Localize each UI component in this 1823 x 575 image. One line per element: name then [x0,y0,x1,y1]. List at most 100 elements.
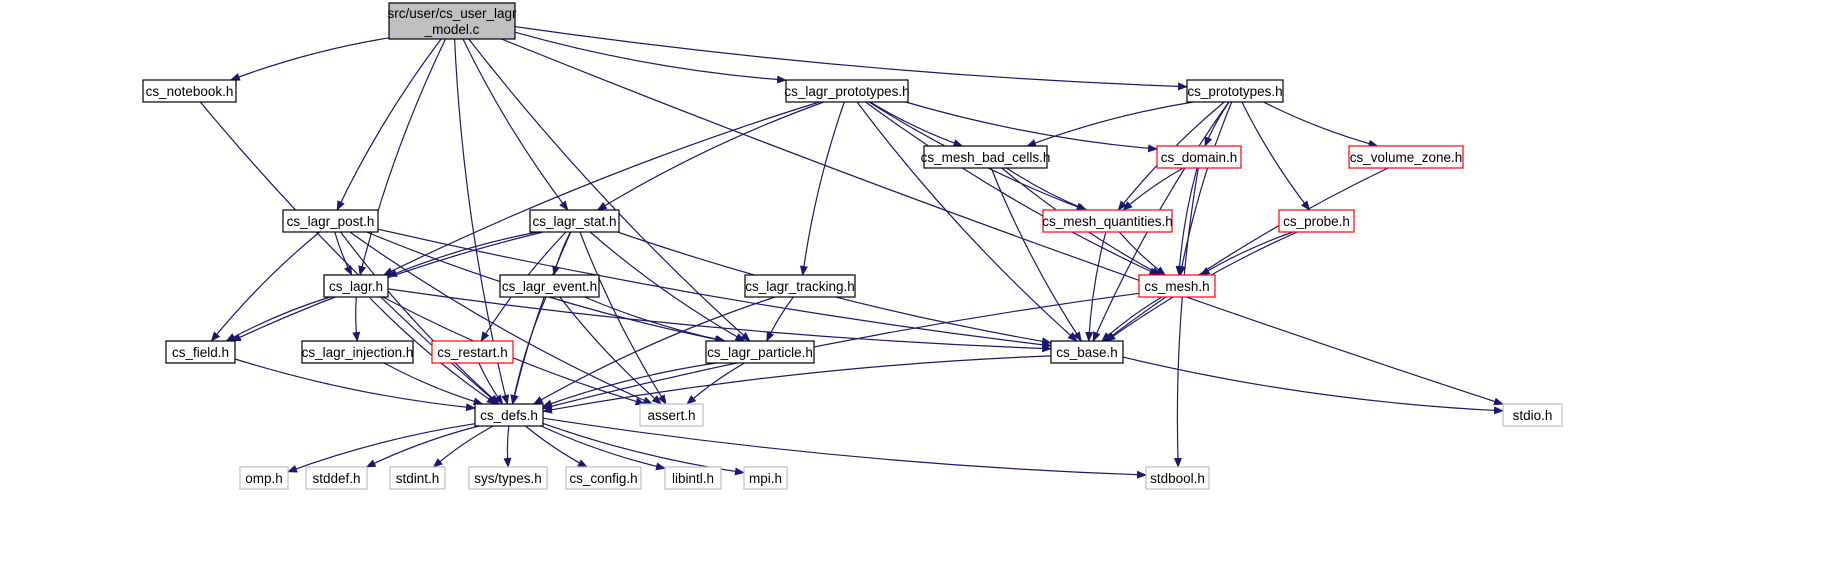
edge-cs_lagr_post-to-cs_base [377,228,1052,349]
edge-root-to-stdio [501,38,1504,406]
edge-cs_lagr_post-to-cs_defs [340,231,500,405]
node-cs-field[interactable]: cs_field.h [165,340,236,364]
node-box [1145,466,1210,490]
node-label: cs_defs.h [480,408,538,423]
edge-root-to-cs_lagr_particle [468,38,751,342]
node-label: cs_mesh_quantities.h [1042,214,1173,229]
node-label: cs_notebook.h [146,84,234,99]
edge-cs_lagr-to-cs_lagr_injection [352,296,361,342]
node-root[interactable]: src/user/cs_user_lagr_model.c [387,2,517,40]
node-cs-lagr-event[interactable]: cs_lagr_event.h [499,274,600,298]
node-cs-mesh[interactable]: cs_mesh.h [1138,274,1216,298]
edge-cs_defs-to-libintl [540,425,666,471]
node-box [1502,403,1563,427]
node-box [529,209,620,233]
node-box [323,274,389,298]
edge-root-to-cs_lagr [358,38,447,276]
edge-cs_lagr_stat-to-cs_lagr [387,231,538,278]
edge-cs_mesh_quantities-to-cs_base [1085,231,1107,342]
edge-cs_prototypes-to-cs_mesh [1178,101,1233,276]
edge-cs_lagr_stat-to-assert [579,231,667,405]
node-stdbool: stdbool.h [1145,466,1210,490]
edge-cs_lagr_event-to-cs_defs [510,296,547,405]
edge-cs_lagr_post-to-cs_lagr [334,231,353,276]
node-box [1186,79,1284,103]
node-cs-domain[interactable]: cs_domain.h [1156,145,1242,169]
node-libintl: libintl.h [664,466,722,490]
edge-cs_lagr-to-cs_field [225,296,331,342]
node-label: cs_lagr_injection.h [302,345,414,360]
edge-cs_lagr_post-to-cs_field [210,231,320,342]
edge-cs_prototypes-to-cs_volume_zone [1263,101,1379,148]
node-cs-restart[interactable]: cs_restart.h [431,340,514,364]
node-box [474,403,544,427]
node-assert: assert.h [639,403,704,427]
node-cs-lagr-post[interactable]: cs_lagr_post.h [282,209,379,233]
node-label: cs_lagr_post.h [287,214,375,229]
edge-cs_lagr_particle-to-assert [686,362,745,405]
edge-cs_lagr_prototypes-to-cs_lagr [382,101,820,276]
edge-cs_lagr-to-cs_base [387,288,1052,353]
edge-cs_restart-to-cs_defs [478,362,504,405]
edge-cs_lagr_prototypes-to-cs_mesh [865,101,1160,276]
edge-cs_mesh_quantities-to-cs_mesh [1118,231,1166,276]
edge-cs_domain-to-cs_mesh [1175,167,1198,276]
edge-cs_prototypes-to-cs_mesh_bad_cells [1026,101,1194,147]
node-label: cs_restart.h [437,345,508,360]
node-label: cs_prototypes.h [1187,84,1282,99]
node-cs-notebook[interactable]: cs_notebook.h [142,79,237,103]
node-label: stdio.h [1513,408,1553,423]
node-cs-lagr-tracking[interactable]: cs_lagr_tracking.h [744,274,856,298]
node-label: cs_lagr_tracking.h [745,279,855,294]
node-cs-lagr-stat[interactable]: cs_lagr_stat.h [529,209,620,233]
node-cs-lagr-injection[interactable]: cs_lagr_injection.h [301,340,414,364]
edge-cs_lagr_stat-to-cs_lagr_particle [589,231,746,342]
edge-cs_lagr_prototypes-to-cs_lagr_tracking [799,101,845,276]
node-label: cs_lagr_prototypes.h [784,84,909,99]
node-label: stddef.h [312,471,360,486]
node-cs-prototypes[interactable]: cs_prototypes.h [1186,79,1284,103]
node-label: cs_field.h [172,345,229,360]
edge-cs_field-to-cs_defs [234,358,476,412]
node-cs-mesh-bad-cells[interactable]: cs_mesh_bad_cells.h [921,145,1051,169]
node-box [1348,145,1464,169]
node-box [1042,209,1173,233]
nodes-layer: src/user/cs_user_lagr_model.c cs_notebook… [142,2,1563,490]
edge-cs_lagr_event-to-cs_lagr_particle [584,296,726,344]
node-cs-defs[interactable]: cs_defs.h [474,403,544,427]
node-label: cs_lagr_event.h [502,279,597,294]
node-cs-lagr-prototypes[interactable]: cs_lagr_prototypes.h [784,79,910,103]
node-box [468,466,548,490]
edge-cs_prototypes-to-cs_probe [1241,101,1311,211]
edge-cs_mesh_bad_cells-to-cs_mesh_quantities [1006,167,1088,211]
edge-cs_lagr_prototypes-to-cs_base [856,101,1078,342]
node-stdint: stdint.h [389,466,446,490]
node-box [1050,340,1124,364]
node-label: assert.h [647,408,695,423]
node-cs-mesh-quantities[interactable]: cs_mesh_quantities.h [1042,209,1173,233]
node-box [499,274,600,298]
node-label: cs_lagr.h [329,279,383,294]
node-cs-base[interactable]: cs_base.h [1050,340,1124,364]
node-box [239,466,289,490]
edge-cs_domain-to-cs_mesh_quantities [1122,167,1184,211]
node-label: cs_mesh_bad_cells.h [921,150,1051,165]
node-box [388,2,516,40]
edge-root-to-cs_lagr_post [336,38,442,211]
edge-cs_defs-to-sys_types [503,425,512,468]
node-stddef: stddef.h [305,466,368,490]
node-cs-volume-zone[interactable]: cs_volume_zone.h [1348,145,1464,169]
node-cs-lagr[interactable]: cs_lagr.h [323,274,389,298]
node-label: cs_lagr_stat.h [532,214,616,229]
node-label: cs_volume_zone.h [1350,150,1463,165]
node-box [389,466,446,490]
edge-cs_mesh-to-cs_base [1101,296,1163,342]
edge-cs_defs-to-stdbool [542,417,1147,479]
node-cs-lagr-particle[interactable]: cs_lagr_particle.h [705,340,815,364]
node-cs-probe[interactable]: cs_probe.h [1278,209,1355,233]
edge-cs_notebook-to-cs_defs [199,101,499,405]
edge-root-to-cs_lagr_prototypes [514,31,787,84]
node-box [165,340,236,364]
edge-cs_base-to-cs_defs [542,355,1052,414]
